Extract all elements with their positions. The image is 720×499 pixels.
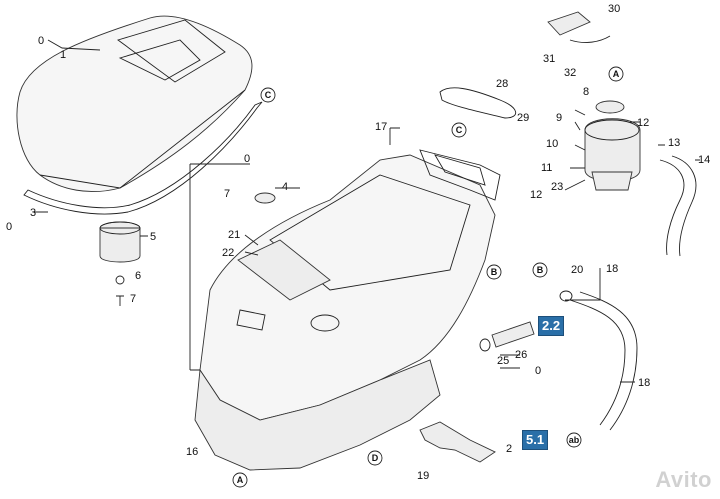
washer-part	[115, 275, 125, 285]
clamp-part	[547, 11, 591, 36]
svg-text:A: A	[237, 475, 244, 485]
callout-6: 6	[135, 270, 141, 282]
svg-text:C: C	[456, 125, 463, 135]
callout-29: 29	[517, 112, 529, 124]
callout-11: 11	[541, 162, 552, 174]
callout-0: 0	[38, 35, 44, 47]
callout-8: 8	[583, 86, 589, 98]
callout-4: 4	[282, 181, 288, 193]
cover-plate-part	[237, 239, 331, 301]
svg-text:D: D	[372, 453, 379, 463]
callout-10: 10	[546, 138, 558, 150]
ref-ab: ab	[566, 432, 582, 448]
gasket-part	[23, 101, 263, 215]
callout-18: 18	[638, 377, 650, 389]
callout-14: 14	[698, 154, 710, 166]
hose-18-part	[569, 291, 638, 431]
callout-12: 12	[530, 189, 542, 201]
filter-part	[99, 221, 141, 263]
svg-text:A: A	[613, 69, 620, 79]
pipe-part	[491, 321, 535, 348]
bracket-part	[419, 421, 496, 463]
callout-0: 0	[535, 365, 541, 377]
callout-19: 19	[417, 470, 429, 482]
svg-text:C: C	[265, 90, 272, 100]
callout-5: 5	[150, 231, 156, 243]
callout-30: 30	[608, 3, 620, 15]
ref-a-top: A	[608, 66, 624, 82]
callout-7: 7	[224, 188, 230, 200]
hose-cap-part	[559, 290, 573, 302]
screw-part	[116, 295, 124, 306]
ref-b-hose: B	[532, 262, 548, 278]
callout-32: 32	[564, 67, 576, 79]
callout-21: 21	[228, 229, 240, 241]
section-badge-2-2[interactable]: 2.2	[538, 316, 565, 336]
callout-18: 18	[606, 263, 618, 275]
callout-26: 26	[515, 349, 527, 361]
callout-28: 28	[496, 78, 508, 90]
callout-12: 12	[637, 117, 649, 129]
ref-d: D	[367, 450, 383, 466]
callout-1: 1	[60, 49, 66, 61]
callout-22: 22	[222, 247, 234, 259]
callout-3: 3	[30, 207, 36, 219]
svg-text:B: B	[537, 265, 544, 275]
ref-b-tank: B	[486, 264, 502, 280]
tank-body	[194, 149, 501, 471]
svg-text:B: B	[491, 267, 498, 277]
motor-assembly	[584, 100, 641, 191]
callout-25: 25	[497, 355, 509, 367]
callout-2: 2	[506, 443, 512, 455]
callout-20: 20	[571, 264, 583, 276]
lid-part	[16, 15, 253, 193]
svg-text:ab: ab	[569, 435, 580, 445]
callout-9: 9	[556, 112, 562, 124]
ref-a-bottom: A	[232, 472, 248, 488]
hose-14-part	[659, 155, 697, 257]
callout-0: 0	[244, 153, 250, 165]
ref-c-lid: C	[260, 87, 276, 103]
callout-16: 16	[186, 446, 198, 458]
callout-0: 0	[6, 221, 12, 233]
ref-c-tank: C	[451, 122, 467, 138]
handle-gasket-part	[439, 87, 517, 119]
callout-23: 23	[551, 181, 563, 193]
section-badge-5-1[interactable]: 5.1	[522, 430, 549, 450]
seal-part	[254, 192, 276, 204]
callout-7: 7	[130, 293, 136, 305]
callout-31: 31	[543, 53, 555, 65]
callout-13: 13	[668, 137, 680, 149]
watermark-logo: Avito	[655, 467, 712, 492]
callout-17: 17	[375, 121, 387, 133]
